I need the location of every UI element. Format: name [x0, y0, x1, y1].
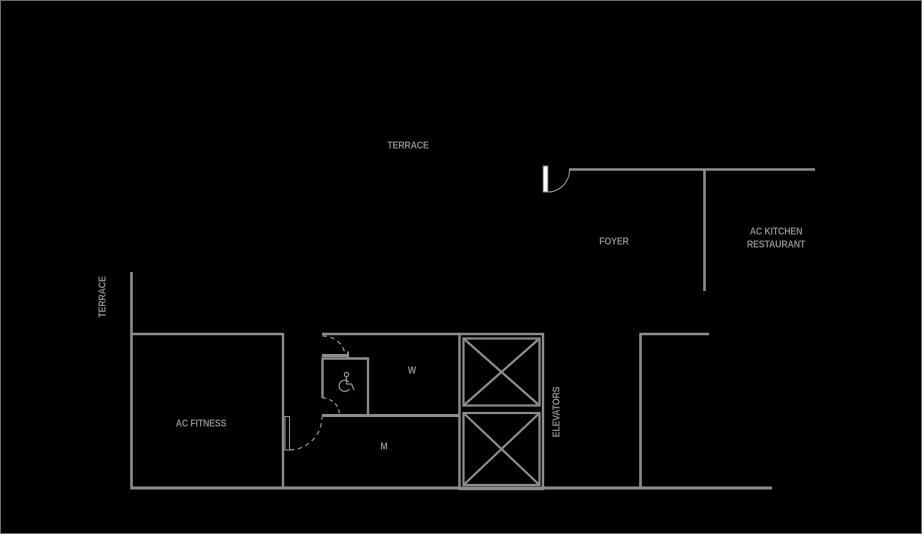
- elevator-car-1: [462, 337, 541, 407]
- wheelchair-icon: [338, 371, 355, 393]
- label-ac-kitchen-line1: AC KITCHEN: [749, 226, 803, 238]
- label-ac-fitness: AC FITNESS: [175, 418, 227, 430]
- label-terrace-left: TERRACE: [97, 276, 109, 318]
- elevator-car-2-cross: [462, 412, 541, 486]
- label-ac-kitchen-line2: RESTAURANT: [746, 239, 806, 250]
- elevator-car-1-cross: [462, 337, 541, 407]
- label-elevators: ELEVATORS: [551, 386, 563, 438]
- label-mens-restroom: M: [380, 441, 388, 453]
- accessible-wc-door-swing-arc: [322, 397, 341, 416]
- mens-door-swing-arc: [289, 416, 323, 451]
- label-foyer: FOYER: [599, 236, 629, 248]
- corridor-door-swing-arc: [322, 335, 347, 357]
- label-terrace-top: TERRACE: [387, 140, 429, 152]
- mens-door-leaf: [284, 415, 291, 451]
- elevator-car-2: [462, 411, 541, 487]
- foyer-door-leaf: [542, 165, 549, 193]
- foyer-door-swing-arc: [547, 169, 571, 193]
- label-ac-kitchen-restaurant: AC KITCHEN RESTAURANT: [747, 227, 805, 252]
- elevator-shaft-outline: [458, 332, 545, 491]
- label-womens-restroom: W: [407, 365, 417, 377]
